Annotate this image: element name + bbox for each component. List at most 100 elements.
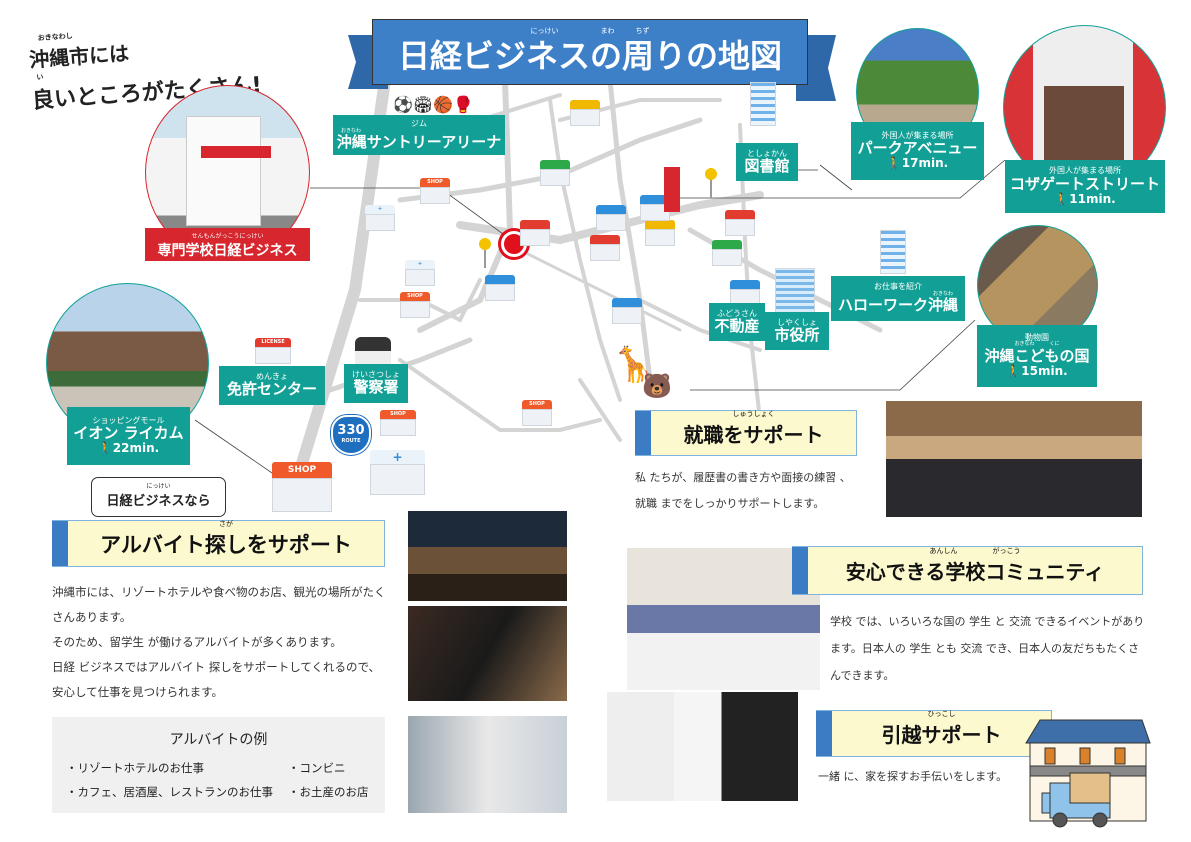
shop-sign: SHOP: [420, 178, 450, 187]
park-avenue-label: 外国人が集まる場所 パークアベニュー 🚶17min.: [851, 122, 984, 180]
community-heading-text: 安心できる学校コミュニティ: [845, 560, 1105, 584]
shop-sign: SHOP: [400, 292, 430, 301]
hospital-icon: +: [405, 260, 435, 286]
cafe-work-photo: [408, 716, 567, 813]
library-label: としょかん 図書館: [736, 143, 798, 181]
example-item: ・カフェ、居酒屋、レストランのお仕事: [66, 785, 273, 799]
title-text: 日経ビジネスの周りの地図: [397, 37, 782, 75]
resort-lounge-photo: [408, 511, 567, 601]
route-text: ROUTE: [341, 438, 361, 444]
hello-work-category: お仕事を紹介: [874, 282, 922, 292]
hello-work-name: ハローワーク沖縄: [837, 296, 958, 315]
community-heading-ruby: あんしん がっこう: [929, 547, 1021, 555]
police-label: けいさつしょ 警察署: [344, 364, 408, 403]
bubble-ruby: にっけい: [146, 483, 171, 490]
giraffe-icon: 🦒: [612, 345, 655, 385]
zoo-name: 沖縄こどもの国: [984, 346, 1090, 365]
library-ruby: としょかん: [747, 148, 787, 158]
community-heading-banner: あんしん がっこう安心できる学校コミュニティ: [792, 546, 1143, 595]
convenience-store-icon: [712, 240, 742, 266]
aeon-walk: 🚶22min.: [97, 441, 159, 456]
koza-gate-walk: 🚶11min.: [1054, 191, 1115, 207]
bank-icon: [596, 205, 626, 231]
zoo-label: 動物園 おきなわ くに 沖縄こどもの国 🚶15min.: [977, 325, 1097, 387]
community-paragraph: 学校 では、いろいろな国の 学生 と 交流 できるイベントがあります。日本人の …: [830, 615, 1145, 682]
walking-icon: 🚶: [1006, 364, 1022, 379]
city-hall-building-icon: [775, 268, 815, 313]
community-body: 学校 では、いろいろな国の 学生 と 交流 できるイベントがあります。日本人の …: [830, 608, 1145, 689]
bus-stop-icon: [479, 238, 494, 268]
convenience-store-icon: [570, 100, 600, 126]
gym-ruby: おきなわ: [341, 127, 362, 134]
real-estate-ruby: ふどうさん: [717, 308, 757, 318]
library-name: 図書館: [744, 156, 790, 175]
moving-heading: ひっこし引越サポート: [832, 710, 1051, 748]
city-hall-name: 市役所: [774, 325, 820, 344]
job-body: 私 たちが、履歴書の書き方や面接の練習 、 就職 までをしっかりサポートします。: [635, 465, 885, 517]
aeon-name: イオン ライカム: [73, 424, 184, 443]
koza-gate-name: コザゲートストリート: [1009, 174, 1160, 193]
koza-gate-category: 外国人が集まる場所: [1049, 166, 1121, 176]
zoo-walk-time: 15min.: [1021, 364, 1068, 379]
community-heading: あんしん がっこう安心できる学校コミュニティ: [808, 547, 1142, 585]
job-paragraph: 私 たちが、履歴書の書き方や面接の練習 、: [635, 471, 851, 484]
convenience-store-icon: [520, 220, 550, 246]
police-name: 警察署: [353, 378, 399, 397]
park-avenue-walk-time: 17min.: [901, 156, 949, 171]
heading-accent-bar: [635, 411, 651, 455]
license-center-label: めんきょ 免許センター: [219, 366, 325, 405]
school-name: 専門学校日経ビジネス: [157, 243, 298, 259]
job-paragraph: 就職 までをしっかりサポートします。: [635, 497, 825, 510]
police-ruby: けいさつしょ: [352, 370, 400, 380]
hello-work-ruby: おきなわ: [932, 290, 953, 297]
walking-icon: 🚶: [97, 441, 113, 456]
parttime-examples-box: アルバイトの例 ・リゾートホテルのお仕事 ・コンビニ ・カフェ、居酒屋、レストラ…: [52, 717, 385, 813]
real-estate-name: 不動産: [714, 316, 760, 335]
parttime-body: 沖縄市には、リゾートホテルや食べ物のお店、観光の場所がたくさんあります。 そのた…: [52, 580, 387, 705]
job-heading: しゅうしょく就職をサポート: [651, 410, 856, 448]
examples-title: アルバイトの例: [169, 732, 268, 748]
walking-icon: 🚶: [1054, 191, 1070, 206]
parttime-paragraph: 沖縄市には、リゾートホテルや食べ物のお店、観光の場所がたくさんあります。: [52, 585, 386, 624]
real-estate-label: ふどうさん 不動産: [709, 303, 765, 341]
gym-category: ジム: [411, 118, 427, 128]
school-label: せんもんがっこうにっけい 専門学校日経ビジネス: [145, 228, 310, 261]
parttime-paragraph: そのため、留学生 が働けるアルバイトが多くあります。: [52, 635, 342, 649]
moving-paragraph: 一緒 に、家を探すお手伝いをします。: [818, 770, 1008, 783]
heading-accent-bar: [792, 547, 808, 594]
school-ruby: せんもんがっこうにっけい: [191, 233, 264, 240]
bank-icon: [485, 275, 515, 301]
title-ruby: にっけい まわ ちず: [530, 27, 650, 35]
community-photo-1: [627, 548, 820, 690]
example-item: ・リゾートホテルのお仕事: [66, 761, 204, 775]
hello-work-label: お仕事を紹介 おきなわ ハローワーク沖縄: [831, 276, 965, 321]
zoo-ruby: おきなわ くに: [1014, 341, 1060, 348]
bear-icon: 🐻: [642, 372, 672, 400]
koza-gate-label: 外国人が集まる場所 コザゲートストリート 🚶11min.: [1005, 160, 1165, 213]
library-building-icon: [750, 82, 776, 126]
interview-practice-photo: [886, 401, 1142, 517]
job-heading-banner: しゅうしょく就職をサポート: [635, 410, 857, 456]
license-center-icon: LICENSE: [255, 338, 291, 368]
shop-sign: SHOP: [272, 462, 332, 478]
shop-icon: [645, 220, 675, 246]
sports-icons: ⚽🏟🏀🥊: [393, 95, 474, 114]
license-sign: LICENSE: [255, 338, 291, 347]
job-heading-text: 就職をサポート: [683, 422, 824, 447]
house-moving-truck-illustration: [1025, 719, 1151, 828]
gym-name-wrap: 沖縄サントリーアリーナ: [337, 133, 501, 151]
parttime-heading-text: アルバイト探しをサポート: [100, 532, 352, 557]
nikkei-speech-bubble: にっけい 日経ビジネスなら: [91, 477, 226, 517]
shop-icon: SHOP: [420, 178, 450, 204]
moving-heading-text: 引越サポート: [881, 723, 1002, 747]
license-name: 免許センター: [226, 380, 317, 399]
bank-icon: [640, 195, 670, 221]
city-hall-label: しやくしょ 市役所: [765, 312, 829, 350]
community-photo-2: [607, 690, 800, 801]
park-avenue-walk: 🚶17min.: [887, 156, 949, 171]
shop-icon: SHOP: [400, 292, 430, 318]
parttime-paragraph: 日経 ビジネスではアルバイト 探しをサポートしてくれるので、安心して仕事を見つけ…: [52, 660, 381, 699]
park-avenue-category: 外国人が集まる場所: [881, 130, 954, 140]
example-item: ・お土産のお店: [288, 785, 369, 799]
convenience-store-icon: [590, 235, 620, 261]
